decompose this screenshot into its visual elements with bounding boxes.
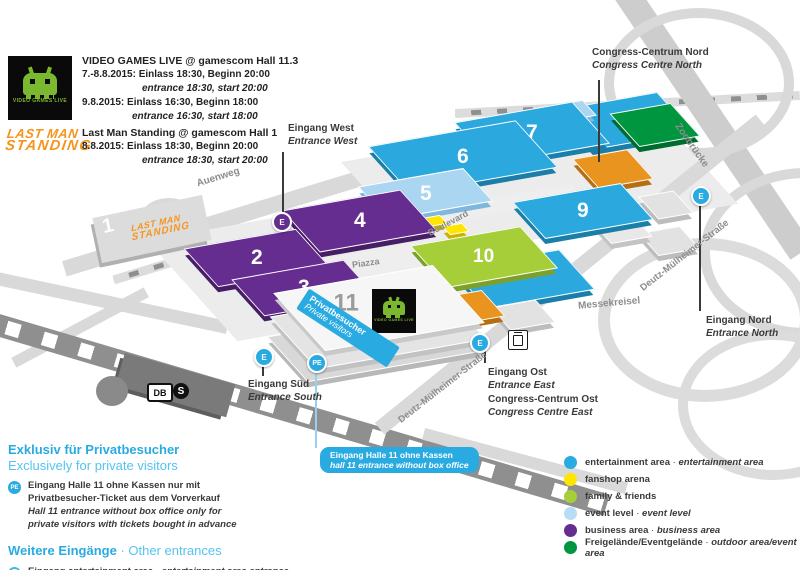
private-title-en: Exclusively for private visitors [8, 457, 178, 473]
last-man-standing-logo: LAST MAN STANDING [4, 126, 94, 155]
road-ramp-southeast [678, 330, 800, 480]
station-dome [96, 376, 128, 406]
legend-dot-business [564, 524, 577, 537]
legend-item-entertainment: entertainment area · entertainment area [564, 454, 800, 471]
video-games-live-logo: VIDEO GAMES LIVE [8, 56, 72, 120]
lms-event-info: Last Man Standing @ gamescom Hall 1 8.8.… [82, 127, 278, 167]
legend-item-business: business area · business area [564, 522, 800, 539]
road-ramp-north [604, 8, 794, 158]
legend-item-fanshop: fanshop arena [564, 471, 800, 488]
leader-entrance-west [282, 152, 284, 212]
entertainment-entrance-item: E Eingang entertainment area · entertain… [8, 566, 308, 570]
entrance-pe-badge: PE [307, 353, 327, 373]
leader-entrance-ost [484, 350, 486, 363]
legend-dot-fanshop [564, 473, 577, 486]
leader-entrance-sued [262, 364, 264, 376]
private-title-de: Exklusiv für Privatbesucher [8, 442, 180, 457]
video-games-live-map-logo: VIDEO GAMES LIVE [372, 289, 416, 333]
leader-entrance-nord [699, 203, 701, 311]
legend-dot-outdoor [564, 541, 577, 554]
legend-dot-event-level [564, 507, 577, 520]
pe-badge-icon: PE [8, 481, 21, 495]
map-legend: entertainment area · entertainment area … [564, 454, 800, 559]
legend-item-outdoor: Freigelände/Eventgelände · outdoor area/… [564, 537, 800, 559]
legend-dot-family [564, 490, 577, 503]
other-entrances-title-de: Weitere Eingänge [8, 543, 117, 559]
entrance-ost-badge: E [470, 333, 490, 353]
street-auenweg: Auenweg [195, 165, 242, 190]
hall-1-number: 1 [100, 214, 116, 239]
legend-item-event-level: event level · event level [564, 505, 800, 522]
legend-dot-entertainment [564, 456, 577, 469]
e-badge-entertainment-icon: E [8, 567, 21, 570]
leader-hall11-entrance [315, 370, 317, 448]
entrance-sued-badge: E [254, 347, 274, 367]
legend-item-family: family & friends [564, 488, 800, 505]
vgl-event-info: VIDEO GAMES LIVE @ gamescom Hall 11.3 7.… [82, 55, 299, 122]
entrance-nord-badge: E [691, 186, 711, 206]
other-entrances-title-en: Other entrances [128, 543, 222, 559]
private-visitors-notes: Exklusiv für Privatbesucher Exclusively … [8, 442, 308, 570]
tram-stop-icon [508, 330, 528, 350]
entrance-west-badge: E [272, 212, 292, 232]
sbahn-logo: S [173, 383, 189, 399]
db-logo: DB [147, 383, 173, 402]
last-man-standing-map-logo: LAST MAN STANDING [130, 212, 191, 243]
hall11-entrance-callout: Eingang Halle 11 ohne Kassen hall 11 ent… [320, 447, 479, 474]
private-entry-item: PE Eingang Halle 11 ohne Kassen nur mit … [8, 480, 308, 531]
leader-congress-nord [598, 80, 600, 162]
